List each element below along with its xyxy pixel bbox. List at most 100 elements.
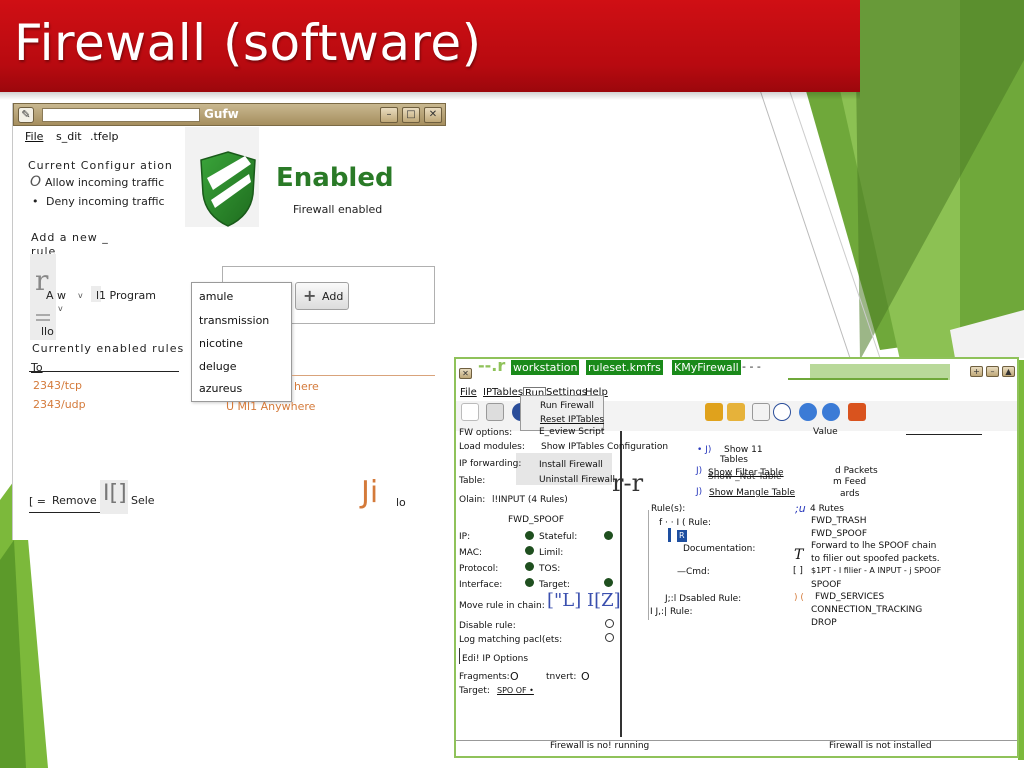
tab-kmyfirewall[interactable]: KMyFirewall	[672, 360, 741, 375]
app-menu-icon[interactable]: ✎	[18, 107, 34, 123]
menu-file[interactable]: File	[460, 387, 477, 398]
select-button[interactable]: Sele	[131, 494, 155, 507]
invert-radio[interactable]: O	[581, 670, 590, 683]
menu-file[interactable]: File	[25, 130, 44, 143]
rule-row[interactable]: 2343/udp	[33, 398, 86, 411]
show-mangle-table[interactable]: Show Mangle Table	[709, 488, 796, 498]
to-column-header[interactable]: To	[31, 361, 43, 374]
fw-minimize-icon[interactable]: +	[970, 366, 983, 377]
gufw-menubar: File s_dit .tfelp	[13, 127, 259, 147]
remove-underline	[29, 512, 125, 513]
fw-close-icon[interactable]: ▲	[1002, 366, 1015, 377]
ip-checkbox[interactable]	[525, 531, 534, 540]
show-iptables-config-item[interactable]: Show IPTables Configuration	[541, 442, 669, 452]
menu-help[interactable]: .tfelp	[90, 130, 119, 143]
rule-badge[interactable]: R	[677, 530, 687, 542]
edit-icon[interactable]	[752, 403, 770, 421]
load-modules-label: Load modules:	[459, 442, 525, 452]
info-icon[interactable]	[773, 403, 791, 421]
allow-incoming-radio[interactable]: O	[30, 174, 42, 190]
dropdown-item[interactable]: deluge	[199, 360, 237, 373]
cmd-label: —Cmd:	[677, 567, 710, 577]
fragments-radio[interactable]: O	[510, 670, 519, 683]
rules-separator	[292, 375, 435, 376]
mac-label: MAC:	[459, 548, 483, 558]
ip-label: IP:	[459, 532, 471, 542]
deny-incoming-radio[interactable]: •	[32, 195, 39, 208]
rule-node-2[interactable]: I J,:| Rule:	[650, 607, 693, 617]
lo-text: lo	[396, 496, 406, 509]
minimize-icon[interactable]: –	[380, 107, 398, 123]
maximize-icon[interactable]: □	[402, 107, 420, 123]
program-select-label[interactable]: l1 Program	[96, 289, 156, 302]
unlock-icon[interactable]	[727, 403, 745, 421]
dropdown-item[interactable]: azureus	[199, 382, 243, 395]
lock-icon[interactable]	[705, 403, 723, 421]
move-rule-buttons[interactable]: ["L] I[Z]	[547, 590, 621, 611]
disable-rule-checkbox[interactable]	[605, 619, 614, 628]
fw-titlebar-fill	[810, 364, 950, 380]
install-firewall-item[interactable]: Install Firewall	[539, 460, 603, 470]
show-filter-table[interactable]: Show Filter Table	[708, 468, 784, 478]
gufw-titlebar[interactable]: ✎ Gufw – □ ✕	[13, 103, 446, 126]
dropdown-item[interactable]: amule	[199, 290, 234, 303]
vertical-scrollbar[interactable]	[30, 254, 56, 340]
list-item: Forward to lhe SPOOF chain	[811, 541, 937, 551]
scroll-glyph: r	[35, 264, 49, 297]
chain-value[interactable]: l!INPUT (4 Rules)	[492, 495, 568, 505]
stateful-checkbox[interactable]	[604, 531, 613, 540]
program-select-handle[interactable]	[91, 286, 101, 302]
fw-app-close-icon[interactable]: ✕	[459, 368, 472, 379]
menu-settings[interactable]: Settings	[546, 387, 588, 398]
install-menu-bg	[516, 453, 612, 485]
edit-ip-options-button[interactable]: Edi! IP Options	[462, 654, 529, 664]
close-icon[interactable]: ✕	[424, 107, 442, 123]
menu-help[interactable]: Help	[585, 387, 608, 398]
ip-forwarding-label: IP forwarding:	[459, 459, 522, 469]
packets-label-3: ards	[840, 489, 860, 499]
power-icon[interactable]	[848, 403, 866, 421]
scroll-divider	[36, 314, 50, 316]
program-dropdown[interactable]: amule transmission nicotine deluge azure…	[191, 282, 292, 402]
arrow-down-icon[interactable]	[799, 403, 817, 421]
arrow-up-icon[interactable]	[822, 403, 840, 421]
target-checkbox[interactable]	[604, 578, 613, 587]
show-tables-label[interactable]: Show 11	[724, 445, 763, 455]
allow-select-label: A w	[46, 289, 67, 302]
list-item: DROP	[811, 618, 837, 628]
disable-rule-label: Disable rule:	[459, 621, 516, 631]
show-nat-table[interactable]: Show _Nat Table	[708, 472, 782, 482]
open-folder-icon[interactable]	[486, 403, 504, 421]
menu-iptables[interactable]: IPTables	[483, 387, 524, 398]
run-firewall-item[interactable]: Run Firewall	[540, 401, 595, 411]
menu-edit[interactable]: s_dit	[56, 130, 82, 143]
reset-iptables-item[interactable]: Reset IPTables	[540, 415, 605, 425]
target-bottom-value[interactable]: SPO OF •	[497, 686, 534, 695]
add-button[interactable]: + Add	[295, 282, 349, 310]
chain-glyph: r-r	[612, 469, 644, 497]
interface-label: Interface:	[459, 580, 503, 590]
tree-line	[648, 510, 649, 620]
rule-row[interactable]: 2343/tcp	[33, 379, 83, 392]
list-item: CONNECTION_TRACKING	[811, 605, 923, 615]
allow-dropdown-arrow[interactable]: v	[78, 291, 83, 300]
run-menu-popup[interactable]: Run Firewall Reset IPTables	[520, 395, 604, 431]
fw-maximize-icon[interactable]: –	[986, 366, 999, 377]
tab-ruleset[interactable]: ruleset.kmfrs	[586, 360, 663, 375]
target-bottom-label: Target:	[459, 686, 490, 696]
current-configuration-label: Current Configur ation	[28, 159, 173, 172]
review-script-item[interactable]: E_eview Script	[539, 427, 605, 437]
protocol-checkbox[interactable]	[525, 562, 534, 571]
remove-button[interactable]: Remove	[52, 494, 97, 507]
dropdown-item[interactable]: transmission	[199, 314, 270, 327]
packets-label-2: m Feed	[833, 477, 867, 487]
interface-checkbox[interactable]	[525, 578, 534, 587]
tab-workstation[interactable]: workstation	[511, 360, 580, 375]
new-file-icon[interactable]	[461, 403, 479, 421]
dropdown-item[interactable]: nicotine	[199, 337, 243, 350]
disabled-rule-node[interactable]: J;:l Dsabled Rule:	[665, 594, 742, 604]
uninstall-firewall-item[interactable]: Uninstall Firewall	[539, 475, 616, 485]
rule-node[interactable]: f · · I ( Rule:	[659, 518, 711, 528]
log-matching-checkbox[interactable]	[605, 633, 614, 642]
mac-checkbox[interactable]	[525, 546, 534, 555]
